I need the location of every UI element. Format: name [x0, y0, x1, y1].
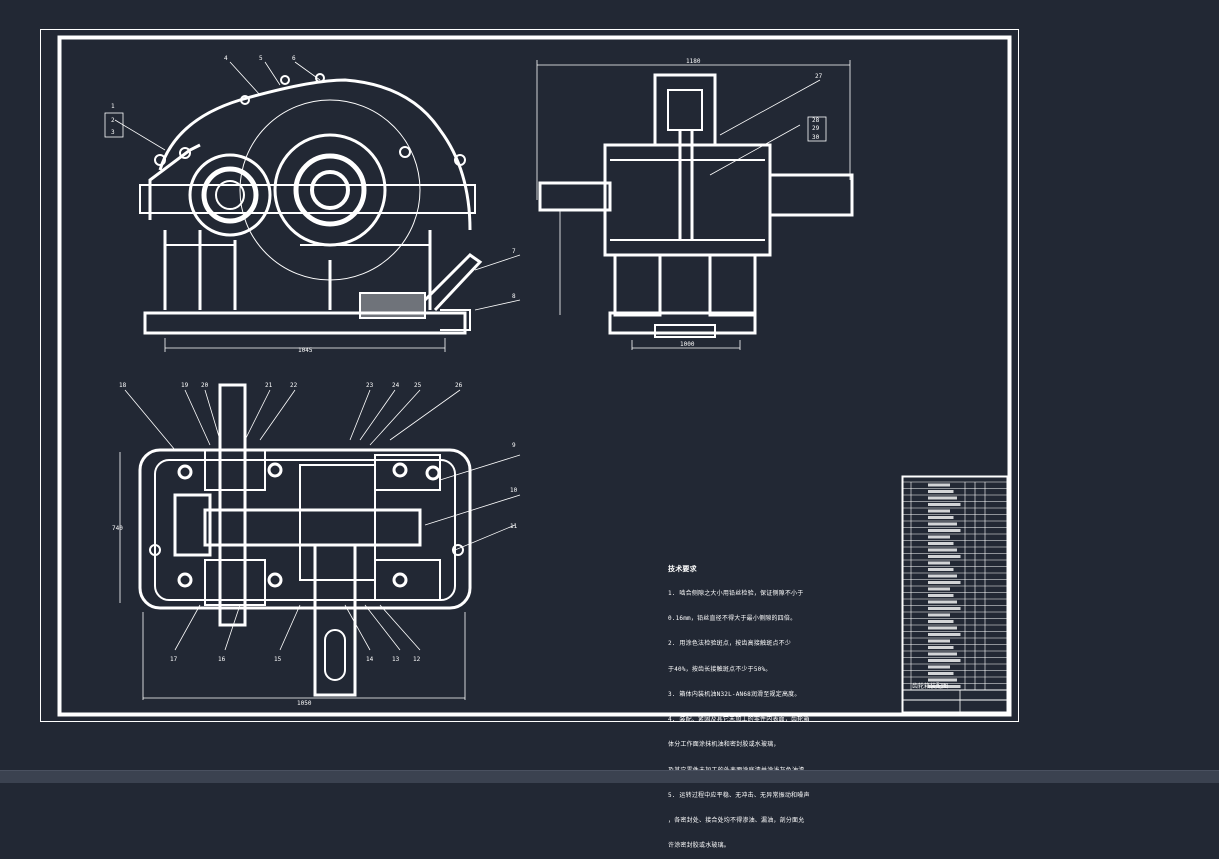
label-18: 18 [119, 382, 127, 389]
label-21: 21 [265, 382, 273, 389]
parts-list-row-text [928, 503, 961, 506]
label-29: 29 [812, 125, 820, 132]
label-20: 20 [201, 382, 209, 389]
dim-view3-left: 740 [112, 525, 123, 532]
parts-list-row-text [928, 535, 950, 539]
label-24: 24 [392, 382, 400, 389]
parts-list-row-text [928, 587, 950, 591]
parts-list-row-text [928, 516, 954, 519]
dim-view1: 1045 [298, 347, 313, 354]
label-9: 9 [512, 442, 516, 449]
parts-list-row-text [928, 522, 957, 526]
outer-frame [40, 29, 1019, 722]
parts-list-row-text [928, 613, 950, 617]
parts-list-row-text [928, 659, 961, 662]
parts-list-row-text [928, 600, 957, 604]
parts-list-row-text [928, 542, 954, 545]
parts-list-row-text [928, 490, 954, 493]
label-16: 16 [218, 656, 226, 663]
tech-req-line: 体分工作面涂抹机油和密封胶或水玻璃， [668, 741, 780, 749]
label-22: 22 [290, 382, 298, 389]
parts-list-row-text [928, 509, 950, 513]
tech-req-line: 5. 运转过程中应平稳、无冲击、无异常振动和噪声 [668, 791, 810, 799]
tech-req-line: 0.16mm，铅丝直径不得大于最小侧隙的四倍。 [668, 615, 797, 623]
tech-req-line: 2. 用涂色法检验斑点，按齿高接触斑点不少 [668, 640, 792, 648]
label-11: 11 [510, 523, 518, 530]
label-12: 12 [413, 656, 421, 663]
parts-list-row-text [928, 678, 957, 682]
tech-req-line: 许涂密封胶或水玻璃。 [668, 842, 731, 850]
label-14: 14 [366, 656, 374, 663]
inner-frame [57, 35, 1012, 717]
dim-view2-top: 1180 [686, 58, 701, 65]
parts-list-row-text [928, 581, 961, 584]
parts-list-row-text [928, 620, 954, 623]
label-25: 25 [414, 382, 422, 389]
parts-list-row-text [928, 672, 954, 675]
label-1: 1 [111, 103, 115, 110]
parts-list-row-text [928, 633, 961, 636]
status-bar [0, 770, 1219, 783]
label-26: 26 [455, 382, 463, 389]
dim-view2-bottom: 1000 [680, 341, 695, 348]
parts-list-row-text [928, 652, 957, 656]
tech-req-line: ，各密封处、接合处均不得渗油、漏油，剖分面允 [668, 817, 805, 824]
parts-list-row-text [928, 626, 957, 630]
label-6: 6 [292, 55, 296, 62]
label-13: 13 [392, 656, 400, 663]
label-8: 8 [512, 293, 516, 300]
parts-list-rows [903, 481, 1007, 688]
parts-list-row-text [928, 561, 950, 565]
label-27: 27 [815, 73, 823, 80]
parts-list-row-text [928, 555, 961, 558]
parts-list-row-text [928, 529, 961, 532]
label-15: 15 [274, 656, 282, 663]
parts-list-row-text [928, 607, 961, 610]
dim-view3-bottom: 1050 [297, 700, 312, 707]
top-view [119, 383, 521, 700]
label-23: 23 [366, 382, 374, 389]
side-view [536, 60, 854, 350]
title-block-caption: 齿轮箱装配图 [912, 682, 948, 690]
label-30: 30 [812, 134, 820, 141]
parts-list-row-text [928, 496, 957, 500]
label-4: 4 [224, 55, 228, 62]
technical-requirements: 技术要求 1. 啮合侧隙之大小用铅丝检验，保证侧隙不小于 0.16mm，铅丝直径… [668, 548, 848, 859]
front-view [104, 61, 521, 352]
label-3: 3 [111, 129, 115, 136]
label-19: 19 [181, 382, 189, 389]
parts-list-row-text [928, 639, 950, 643]
tech-req-line: 4. 装配、紧固及其它未加工的零件内表面，齿轮箱 [668, 716, 810, 724]
label-2: 2 [111, 117, 115, 124]
parts-list-row-text [928, 568, 954, 571]
tech-req-title: 技术要求 [668, 564, 697, 573]
label-17: 17 [170, 656, 178, 663]
parts-list-row-text [928, 548, 957, 552]
tech-req-line: 1. 啮合侧隙之大小用铅丝检验，保证侧隙不小于 [668, 590, 804, 598]
parts-list-row-text [928, 594, 954, 597]
label-7: 7 [512, 248, 516, 255]
label-28: 28 [812, 117, 820, 124]
tech-req-line: 3. 箱体内装机油N32L-AN68润滑至规定高度。 [668, 690, 801, 698]
parts-list-row-text [928, 646, 954, 649]
parts-list-row-text [928, 574, 957, 578]
parts-list-row-text [928, 665, 950, 669]
label-5: 5 [259, 55, 263, 62]
tech-req-line: 于40%，按齿长接触斑点不少于50%。 [668, 665, 772, 673]
parts-list-row-text [928, 483, 950, 487]
cad-drawing: 齿轮箱装配图 1045 1180 1000 1050 740 1 2 3 4 5… [40, 29, 1019, 722]
parts-list-row-text [928, 685, 961, 688]
label-10: 10 [510, 487, 518, 494]
